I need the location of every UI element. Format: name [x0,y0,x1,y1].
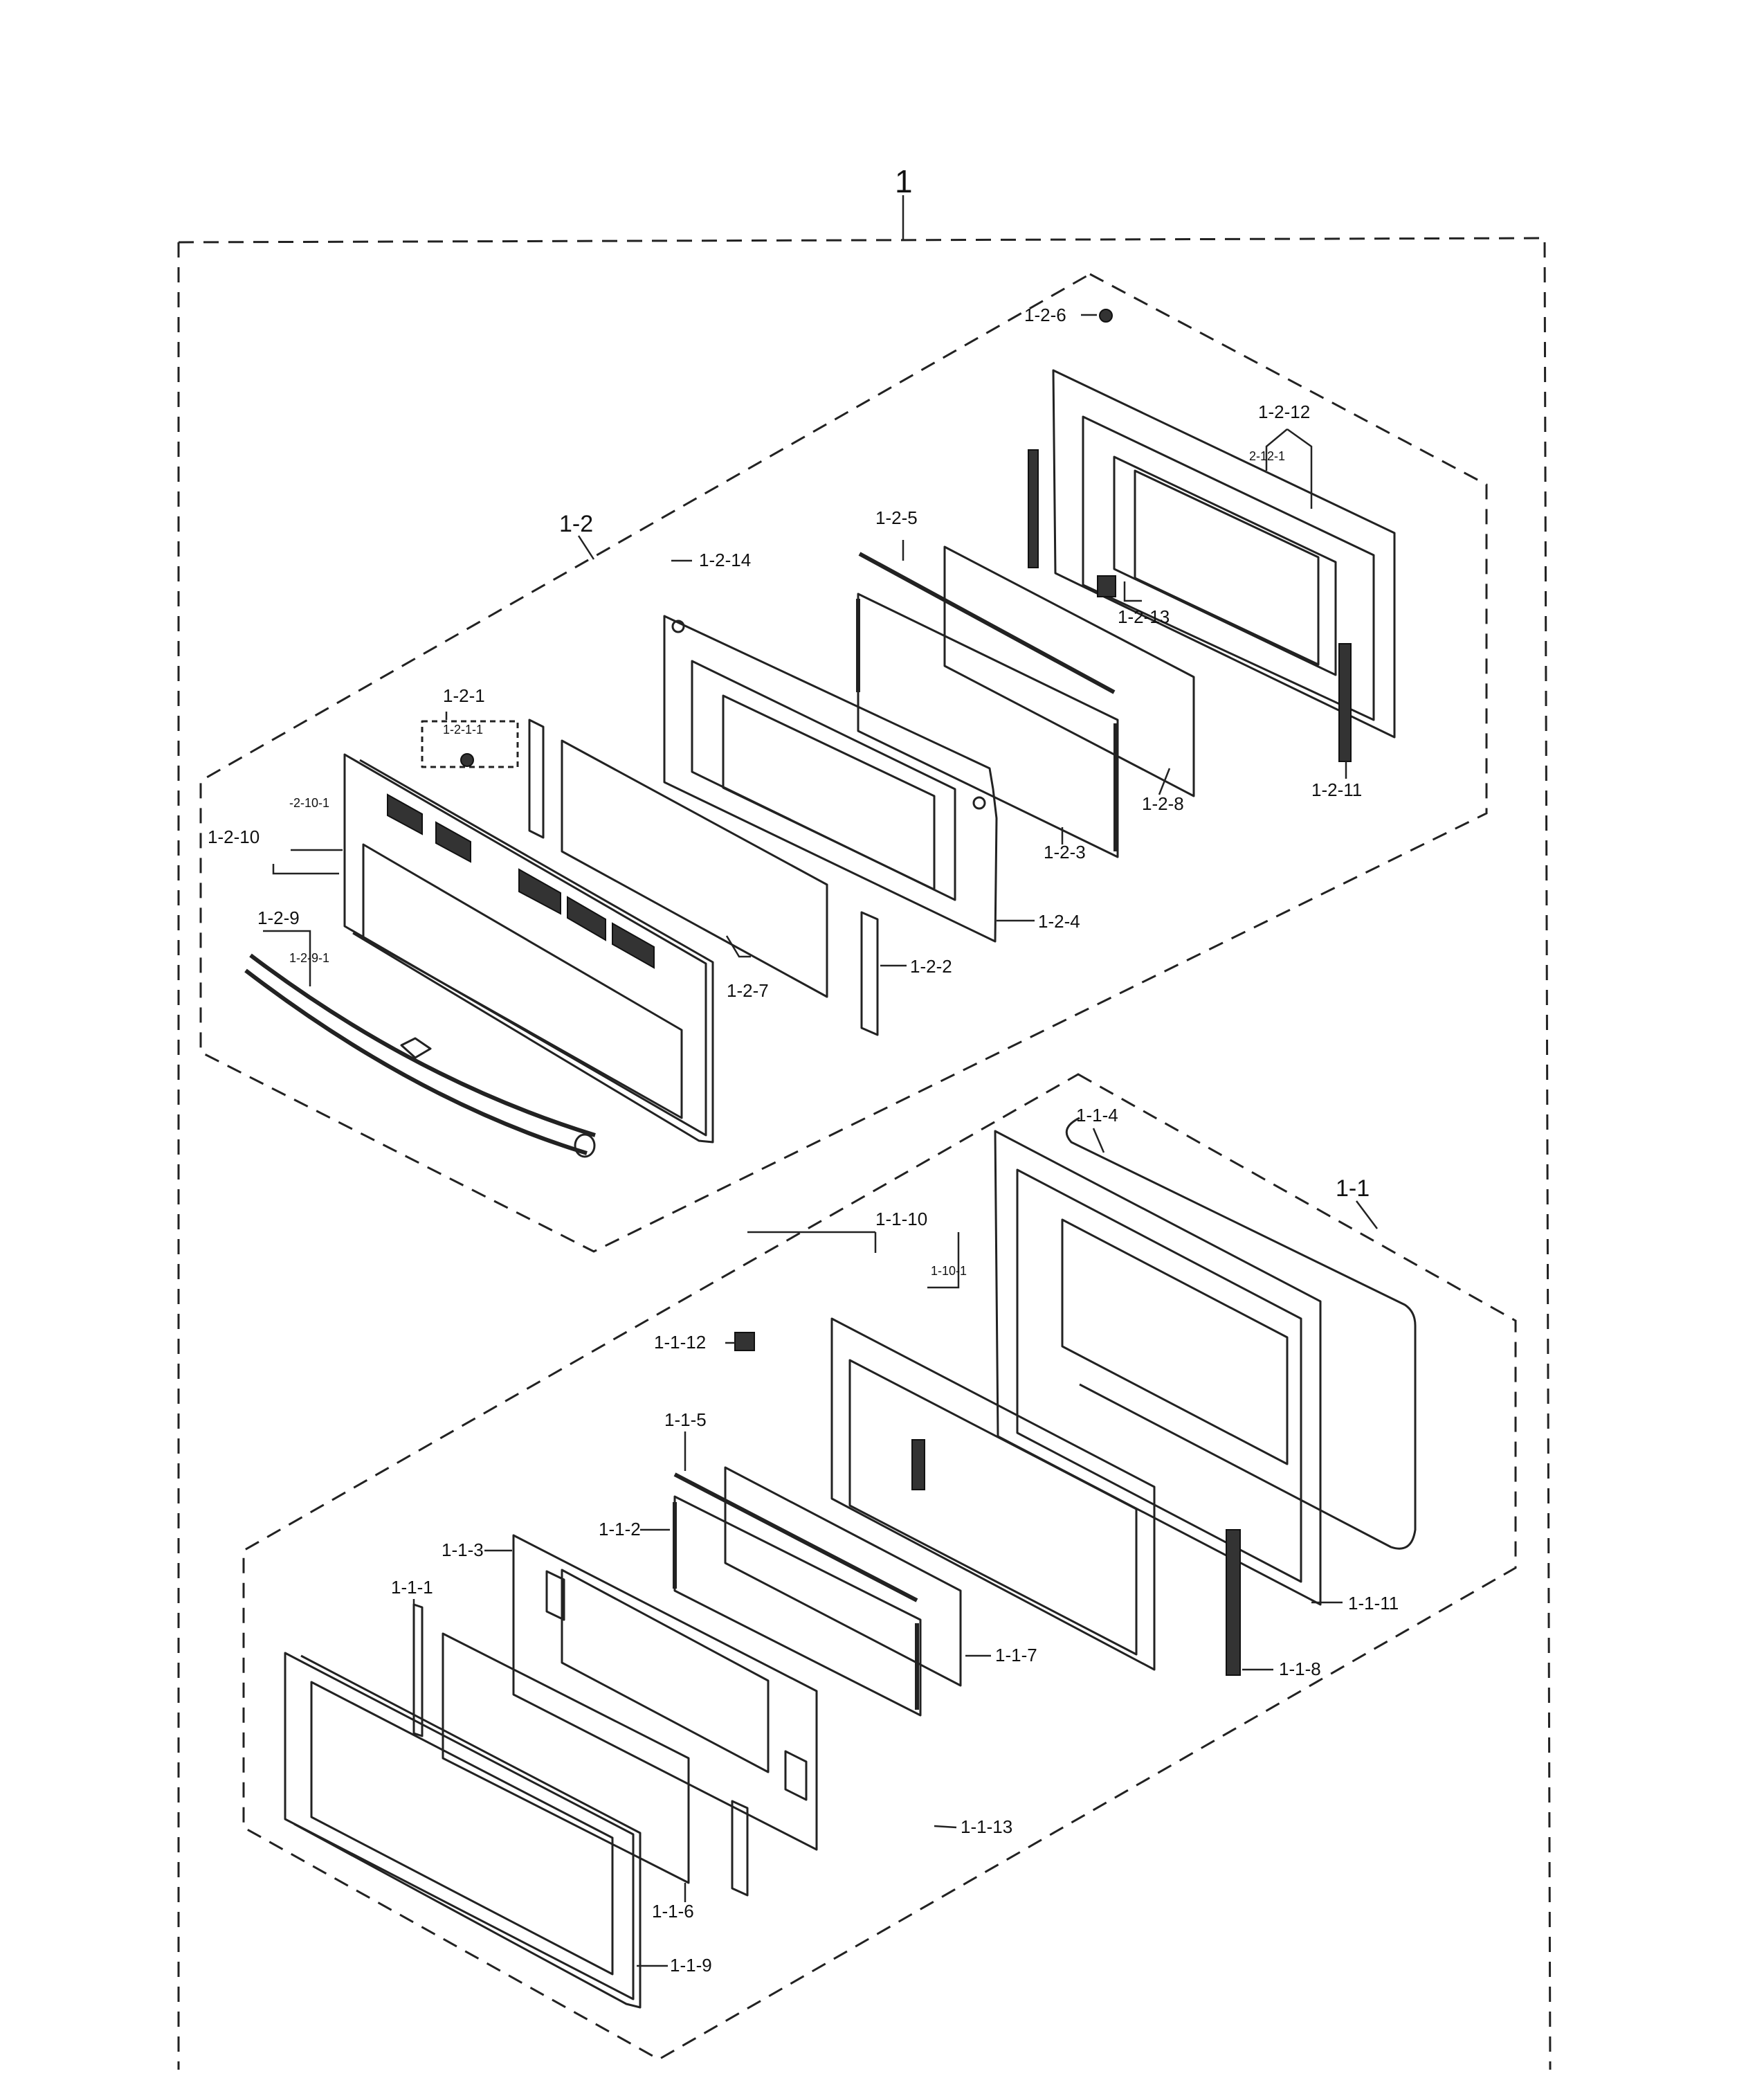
upper-inner-glass [561,739,828,998]
upper-outer-door-frame [1052,369,1396,739]
callout-1-1-5: 1-1-5 [664,1409,707,1430]
callout-1-1-6: 1-1-6 [652,1901,694,1922]
callout-1-2-14: 1-2-14 [699,550,751,570]
upper-middle-glass [943,545,1195,797]
upper-front-door-panel [343,753,714,1144]
lower-outer-door-frame [994,1130,1322,1606]
callout-1-1-4: 1-1-4 [1076,1105,1118,1126]
callout-1-2-9: 1-2-9 [257,907,300,928]
callout-1-2-1-1: 1-2-1-1 [443,723,483,737]
callout-1-1-12: 1-1-12 [654,1332,706,1353]
callout-1-2-1: 1-2-1 [443,685,485,706]
callout-1-2-2: 1-2-2 [910,956,952,977]
assembly-outline [177,195,1552,2070]
upper-glass-strip [858,552,1116,694]
lower-latch [734,1332,755,1351]
lower-side-bracket [731,1800,749,1897]
upper-latch [1097,575,1116,597]
lower-front-door-panel [284,1652,642,2009]
callout-1-1-11: 1-1-11 [1348,1593,1399,1614]
upper-bracket [421,719,545,839]
callout-1-2-7: 1-2-7 [727,980,769,1001]
callout-1-2-9-1: 1-2-9-1 [289,951,329,965]
lower-callouts: 1-1-4 1-1-10 1-10-1 1-1-12 1-1-5 1-1-2 1… [391,1105,1399,1976]
callout-1-2-5: 1-2-5 [875,507,918,528]
lower-middle-glass [724,1466,962,1687]
callout-1-2-11: 1-2-11 [1311,779,1362,800]
upper-inner-door-panel [663,615,998,943]
lower-hinge-inner [911,1439,925,1490]
upper-hinges [1028,449,1352,762]
callout-1-1-3: 1-1-3 [442,1539,484,1560]
callout-1-2-4: 1-2-4 [1038,911,1080,932]
upper-callouts: 1-2-6 1-2-12 2-12-1 1-2-5 1-2-14 1-2-13 … [208,305,1362,1001]
lower-inner-frame [830,1317,1156,1671]
lower-glass-bracket-frame [673,1495,922,1717]
callout-1-1-13: 1-1-13 [961,1816,1012,1837]
callout-1-10-1: 1-10-1 [931,1264,967,1278]
callout-1-1-9: 1-1-9 [670,1955,712,1976]
upper-vent-slots [387,793,655,969]
lower-left-strip [412,1603,424,1737]
callout-2-12-1: 2-12-1 [1249,449,1285,463]
callout-1-1-10: 1-1-10 [875,1209,927,1229]
lower-group-outline [242,1073,1517,2061]
callout-1-1-1: 1-1-1 [391,1577,433,1598]
callout-1-2-10: 1-2-10 [208,826,260,847]
callout-1-1-2: 1-1-2 [599,1519,641,1539]
upper-group-label: 1-2 [559,511,593,537]
upper-door-handle [244,953,596,1158]
callout-1-2-8: 1-2-8 [1142,793,1184,814]
upper-group-outline [199,273,1488,1253]
upper-screw [1099,309,1113,323]
upper-glass-bracket-frame [856,593,1119,858]
lower-inner-door-panel [512,1534,818,1851]
assembly-label: 1 [895,163,913,199]
callout-1-2-12: 1-2-12 [1258,401,1310,422]
lower-inner-glass [442,1632,690,1884]
upper-side-bracket [860,911,879,1036]
callout-2-10-1: -2-10-1 [289,796,329,810]
callout-1-1-7: 1-1-7 [995,1645,1037,1665]
lower-door-gasket [1065,1117,1417,1550]
callout-1-2-3: 1-2-3 [1044,842,1086,862]
lower-group-label: 1-1 [1336,1175,1370,1202]
leader-lines [263,314,1347,1967]
callout-1-1-8: 1-1-8 [1279,1659,1321,1679]
callout-1-2-13: 1-2-13 [1118,606,1170,627]
lower-hinge [1226,1529,1241,1676]
callout-1-2-6: 1-2-6 [1024,305,1066,325]
lower-glass-strip [673,1472,918,1602]
